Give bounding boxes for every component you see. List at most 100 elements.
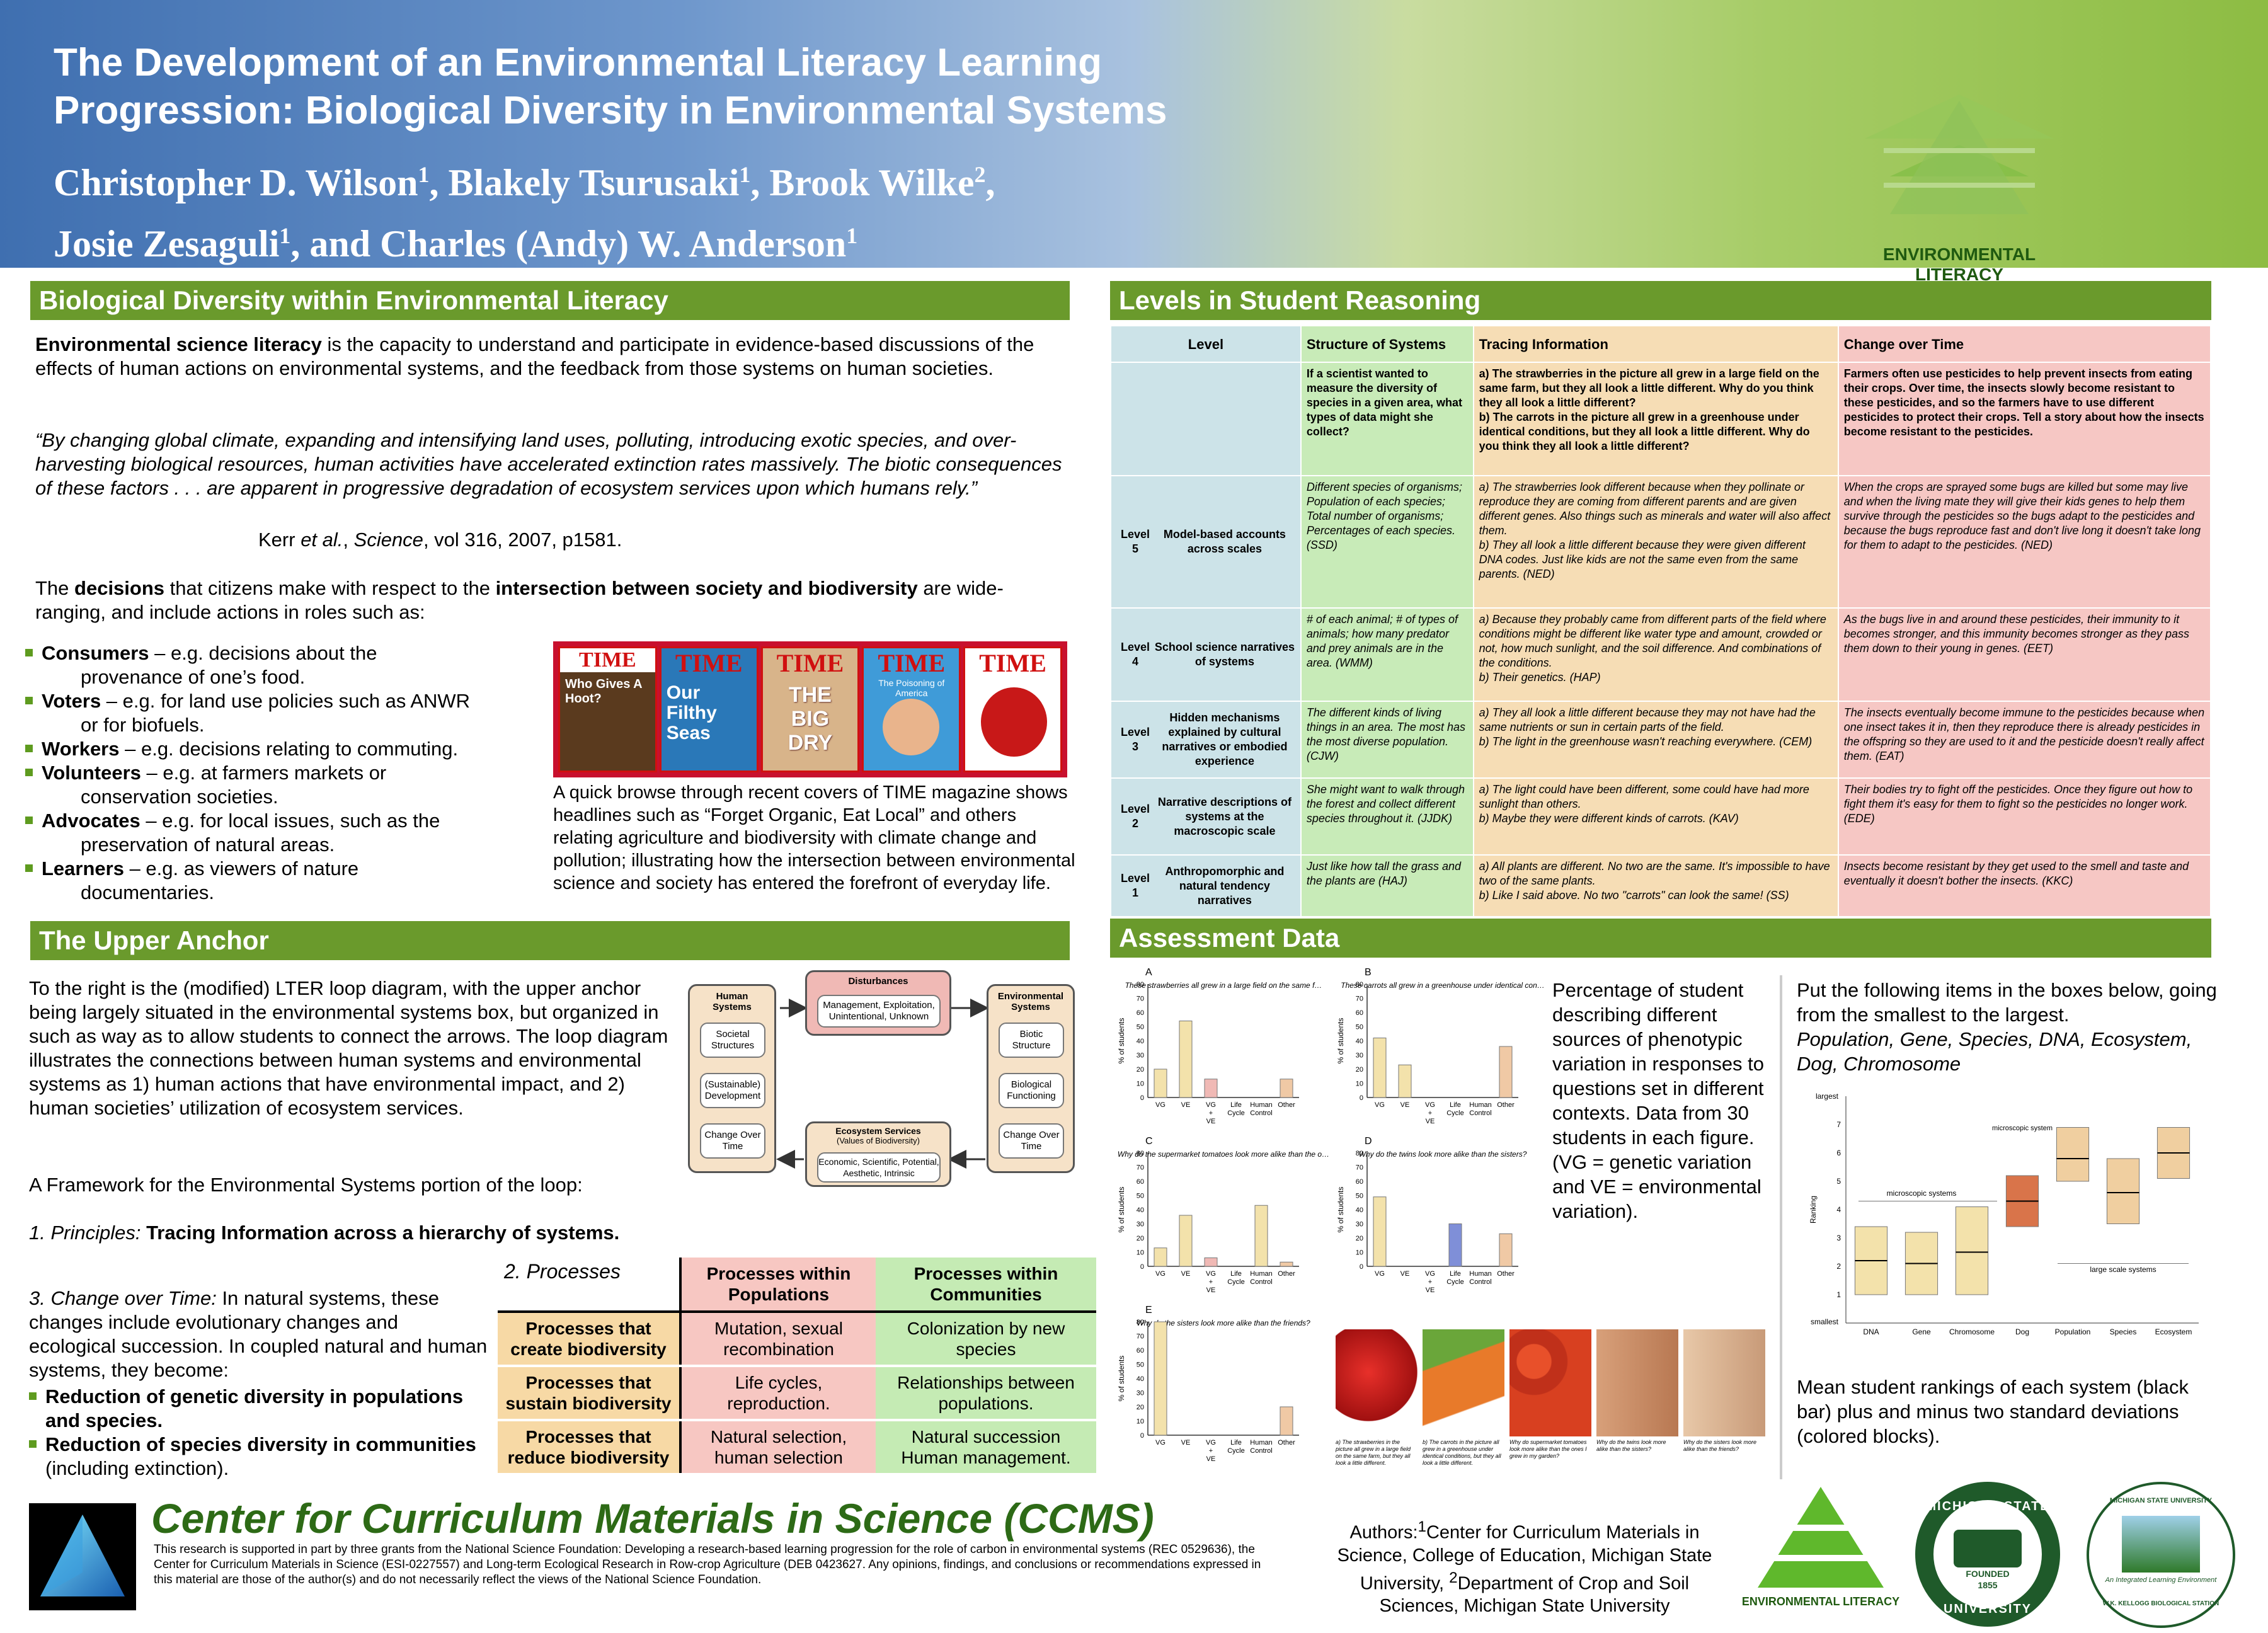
ccms-title: Center for Curriculum Materials in Scien…: [151, 1495, 1154, 1542]
pyramid-icon: [1884, 95, 2035, 217]
bar: [1280, 1261, 1293, 1267]
table-row: 2. Processes Processes within Population…: [498, 1258, 1096, 1313]
strawberries-image: [1336, 1329, 1418, 1436]
x-tick-label: DNA: [1863, 1327, 1879, 1336]
title-line-2: Progression: Biological Diversity in Env…: [54, 89, 1167, 132]
x-tick-label: VE: [1400, 1270, 1410, 1278]
y-tick-label: 30: [1137, 1390, 1144, 1397]
x-tick-label: VE: [1426, 1118, 1435, 1125]
bar: [1179, 1021, 1193, 1098]
y-tick-label: 60: [1356, 1178, 1363, 1186]
x-tick-label: +: [1428, 1109, 1432, 1117]
assessment-bar-charts: A These strawberries all grew in a large …: [1117, 967, 1545, 1463]
list-item: Reduction of genetic diversity in popula…: [29, 1385, 489, 1433]
y-tick-label: 10: [1137, 1249, 1144, 1257]
x-tick-label: Other: [1278, 1270, 1295, 1278]
y-axis-label: % of students: [1117, 1187, 1126, 1233]
bar: [1204, 1258, 1218, 1267]
bar: [1280, 1406, 1293, 1436]
assessment-description: Percentage of student describing differe…: [1552, 979, 1765, 1222]
y-axis-label: % of students: [1336, 1018, 1345, 1064]
x-tick-label: Other: [1497, 1270, 1515, 1278]
x-tick-label: Other: [1497, 1101, 1515, 1109]
chart-title: Why do the twins look more alike than th…: [1359, 1150, 1527, 1159]
x-tick-label: Life: [1230, 1101, 1242, 1109]
bar: [1373, 1196, 1387, 1267]
y-tick-label: 30: [1137, 1052, 1144, 1060]
pyramid-icon: [1751, 1487, 1890, 1588]
y-tick-label: 60: [1356, 1009, 1363, 1017]
group-label: large scale systems: [2090, 1265, 2156, 1274]
section-title-upper-anchor: The Upper Anchor: [30, 921, 1070, 960]
y-tick-label: 0: [1140, 1432, 1144, 1440]
x-tick-label: Dog: [2015, 1327, 2029, 1336]
table-row: Processes that sustain biodiversity Life…: [498, 1366, 1096, 1421]
quote-citation: Kerr et al., Science, vol 316, 2007, p15…: [258, 529, 622, 551]
x-tick-label: VE: [1426, 1286, 1435, 1294]
pyramid-icon: [40, 1515, 125, 1596]
y-tick-label: 20: [1137, 1235, 1144, 1242]
diagram-arrows: [776, 999, 989, 1169]
x-tick-label: VG: [1206, 1439, 1216, 1447]
chart-title: Why do the sisters look more alike than …: [1137, 1319, 1310, 1327]
y-tick-label: 70: [1137, 1333, 1144, 1341]
poster-title: The Development of an Environmental Lite…: [54, 39, 1377, 135]
group-label: microscopic systems: [1887, 1189, 1957, 1198]
table-row: Level Structure of Systems Tracing Infor…: [1110, 325, 2212, 363]
panel-label: A: [1145, 967, 1152, 978]
y-tick-label: 80: [1137, 981, 1144, 988]
x-tick-label: VG: [1155, 1101, 1166, 1109]
x-tick-label: Chromosome: [1949, 1327, 1995, 1336]
ecosystem-services-box: Ecosystem Services (Values of Biodiversi…: [805, 1121, 951, 1187]
context-photos: a) The strawberries in the picture all g…: [1336, 1329, 1777, 1487]
group-label: microscopic system: [1992, 1125, 2053, 1132]
kerr-quote: “By changing global climate, expanding a…: [35, 429, 1062, 499]
disturbances-box: Disturbances Management, Exploitation, U…: [805, 970, 951, 1036]
y-tick-label: 10: [1356, 1080, 1363, 1088]
x-tick-label: Life: [1450, 1101, 1461, 1109]
x-tick-label: Cycle: [1227, 1109, 1245, 1117]
x-tick-label: Cycle: [1446, 1109, 1464, 1117]
funding-statement: This research is supported in part by th…: [154, 1543, 1261, 1586]
processes-table: 2. Processes Processes within Population…: [498, 1258, 1096, 1475]
decisions-paragraph: The decisions that citizens make with re…: [35, 577, 1004, 623]
x-tick-label: Human: [1250, 1101, 1272, 1109]
y-tick-label: 50: [1137, 1361, 1144, 1369]
ranking-caption: Mean student rankings of each system (bl…: [1797, 1376, 2189, 1447]
bar: [1204, 1079, 1218, 1098]
x-tick-label: Population: [2055, 1327, 2091, 1336]
chart-title: Why do the supermarket tomatoes look mor…: [1118, 1150, 1329, 1159]
framework-intro: A Framework for the Environmental System…: [29, 1174, 583, 1196]
twins-image: [1596, 1329, 1678, 1436]
tree-icon: [2122, 1516, 2200, 1573]
environmental-systems-box: Environmental Systems Biotic Structure B…: [987, 984, 1075, 1173]
y-bottom-label: smallest: [1811, 1317, 1839, 1326]
x-tick-label: Life: [1450, 1270, 1461, 1278]
table-row: If a scientist wanted to measure the div…: [1110, 362, 2212, 476]
y-tick-label: 4: [1836, 1205, 1841, 1214]
y-tick-label: 70: [1356, 1164, 1363, 1172]
tomatoes-image: [1509, 1329, 1591, 1436]
x-tick-label: +: [1209, 1109, 1213, 1117]
loop-diagram: Human Systems Societal Structures (Susta…: [688, 970, 1079, 1189]
anchor-paragraph: To the right is the (modified) LTER loop…: [29, 977, 668, 1119]
y-tick-label: 2: [1836, 1262, 1841, 1271]
section-title-levels: Levels in Student Reasoning: [1110, 281, 2211, 320]
panel-label: B: [1365, 967, 1372, 978]
title-line-1: The Development of an Environmental Lite…: [54, 41, 1102, 84]
y-tick-label: 30: [1137, 1221, 1144, 1229]
levels-table: Level Structure of Systems Tracing Infor…: [1110, 325, 2212, 917]
table-row: Processes that create biodiversity Mutat…: [498, 1312, 1096, 1367]
chart-title: These strawberries all grew in a large f…: [1125, 981, 1322, 990]
y-top-label: largest: [1816, 1092, 1839, 1101]
y-axis-label: % of students: [1117, 1356, 1126, 1402]
list-item: Workers – e.g. decisions relating to com…: [25, 737, 561, 761]
y-tick-label: 50: [1356, 1024, 1363, 1031]
